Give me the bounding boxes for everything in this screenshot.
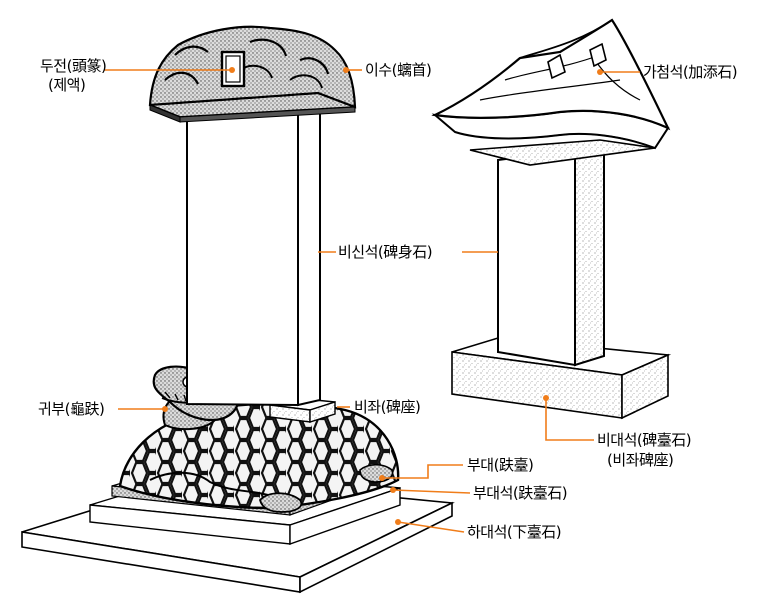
label-dujeon-sub: (제액)	[48, 76, 86, 94]
label-budae: 부대(趺臺)	[467, 456, 534, 474]
leader-lines	[104, 69, 640, 533]
label-budaeseok: 부대석(趺臺石)	[473, 484, 568, 502]
label-dujeon: 두전(頭篆)	[40, 57, 107, 75]
label-bidae-sub: (비좌碑座)	[607, 451, 674, 469]
label-bijwa: 비좌(碑座)	[354, 398, 421, 416]
label-gwibu: 귀부(龜趺)	[38, 400, 105, 418]
dragon-capstone	[148, 25, 357, 123]
turtle-base	[118, 365, 400, 513]
leader-hadae	[397, 521, 465, 533]
label-isu: 이수(螭首)	[365, 61, 432, 79]
label-hadae: 하대석(下臺石)	[467, 523, 562, 541]
leader-budaeseok	[392, 489, 471, 494]
label-gacheom: 가첨석(加添石)	[643, 63, 738, 81]
left-stele	[21, 25, 455, 594]
roof-capstone	[431, 18, 671, 166]
right-stele-body	[497, 142, 605, 367]
leader-dots	[162, 67, 603, 525]
stele-body	[186, 102, 321, 407]
label-bisin: 비신석(碑身石)	[338, 243, 433, 261]
leader-bidae	[545, 398, 594, 441]
right-stele	[431, 18, 672, 420]
label-bidae: 비대석(碑臺石)	[597, 431, 692, 449]
leader-budae	[382, 464, 463, 479]
